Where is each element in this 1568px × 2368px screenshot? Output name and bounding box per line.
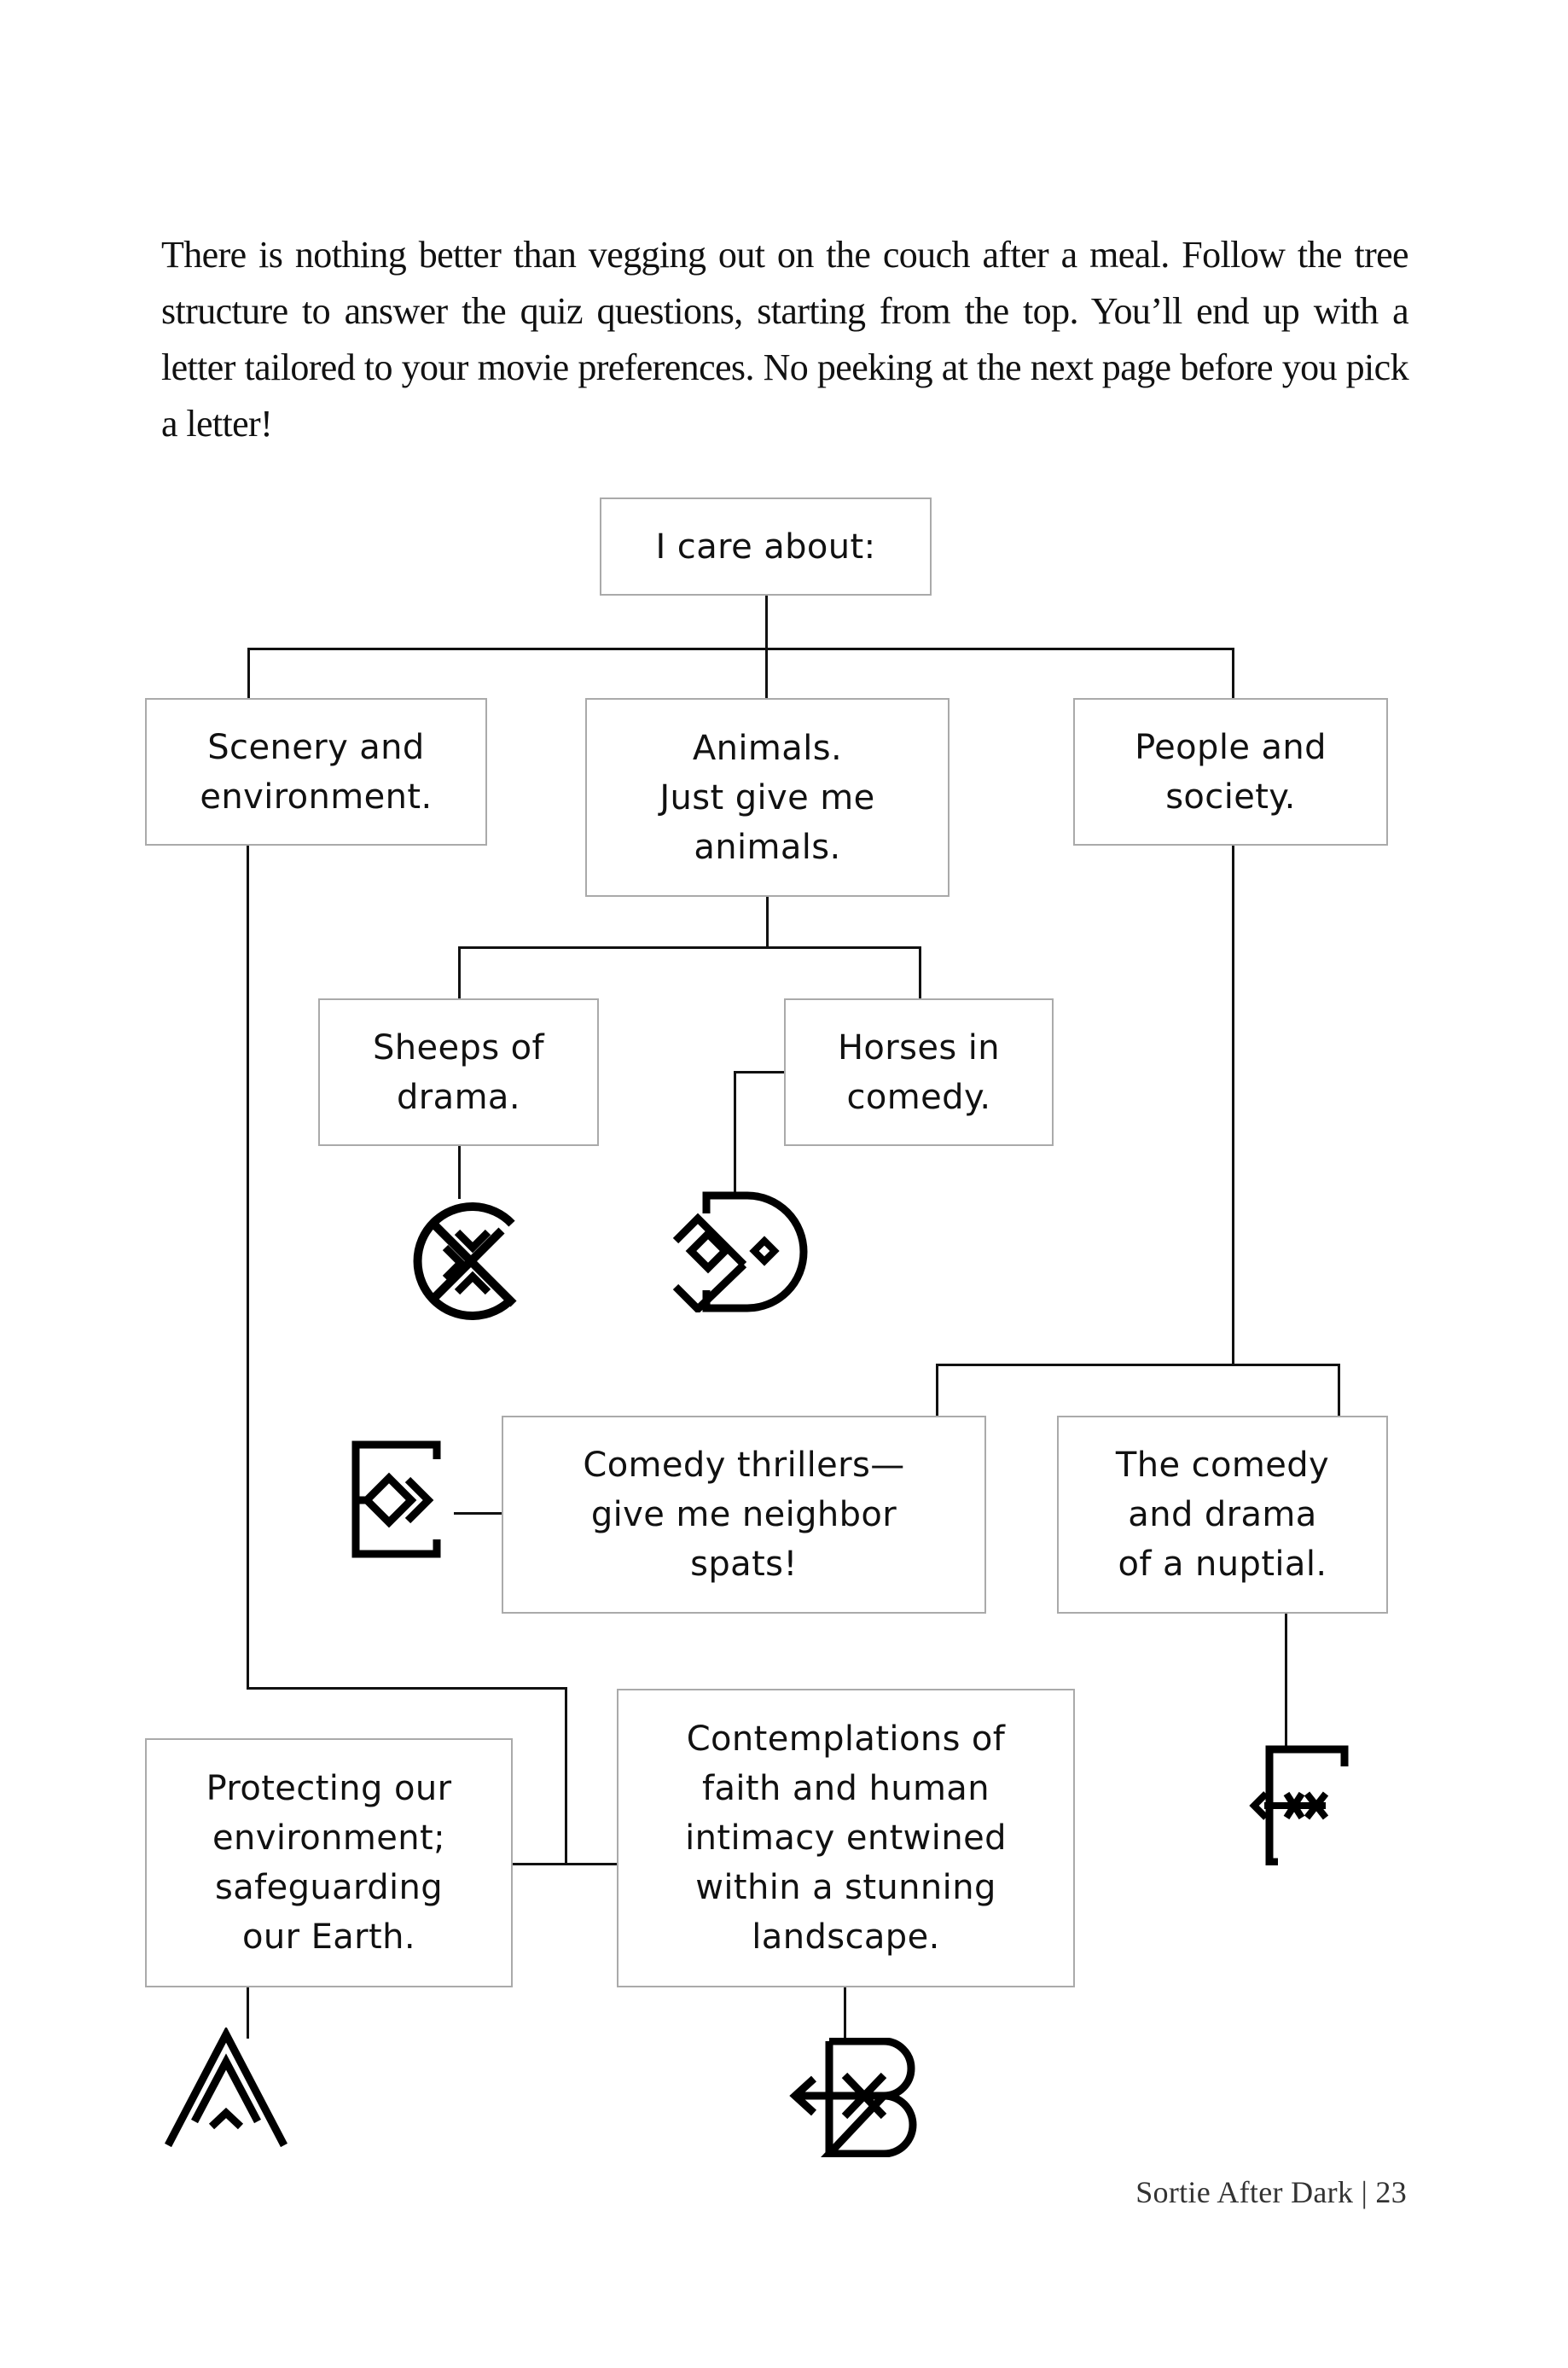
connector (844, 1987, 846, 2040)
connector (919, 946, 921, 998)
connector (458, 946, 920, 949)
letter-b-icon (789, 2038, 917, 2157)
option-nuptial-box: The comedy and drama of a nuptial. (1057, 1416, 1388, 1614)
option-scenery-box: Scenery and environment. (145, 698, 487, 846)
connector (247, 648, 250, 698)
option-horses-box: Horses in comedy. (784, 998, 1054, 1146)
connector (1232, 648, 1234, 698)
connector (247, 1687, 566, 1690)
intro-paragraph: There is nothing better than vegging out… (161, 234, 1409, 445)
letter-e-icon (351, 1440, 441, 1558)
connector (936, 1364, 1339, 1366)
connector (454, 1512, 502, 1515)
page-number: 23 (1375, 2175, 1407, 2209)
letter-a-icon (165, 2028, 287, 2148)
book-title: Sortie After Dark (1135, 2175, 1354, 2209)
connector (734, 1071, 736, 1193)
option-protecting-box: Protecting our environment; safeguarding… (145, 1738, 513, 1987)
connector (765, 596, 768, 698)
connector (513, 1863, 617, 1865)
connector (936, 1364, 938, 1416)
option-sheeps-box: Sheeps of drama. (318, 998, 599, 1146)
connector (247, 648, 1234, 650)
connector (458, 1146, 461, 1199)
connector (458, 946, 461, 998)
connector (1285, 1614, 1287, 1746)
connector (766, 897, 769, 948)
connector (247, 1987, 249, 2039)
connector (565, 1687, 567, 1865)
letter-c-icon (413, 1202, 517, 1320)
root-question-box: I care about: (600, 497, 932, 596)
option-comedy-thrillers-box: Comedy thrillers— give me neighbor spats… (502, 1416, 986, 1614)
connector (247, 846, 249, 1689)
letter-d-icon (672, 1191, 808, 1312)
connector (1338, 1364, 1340, 1416)
connector (1232, 846, 1234, 1365)
footer-separator: | (1361, 2175, 1368, 2209)
option-people-box: People and society. (1073, 698, 1388, 846)
option-contemplations-box: Contemplations of faith and human intima… (617, 1689, 1075, 1987)
letter-f-icon (1249, 1745, 1349, 1865)
option-animals-box: Animals. Just give me animals. (585, 698, 950, 897)
page-footer: Sortie After Dark | 23 (1135, 2174, 1407, 2210)
connector (734, 1071, 784, 1073)
